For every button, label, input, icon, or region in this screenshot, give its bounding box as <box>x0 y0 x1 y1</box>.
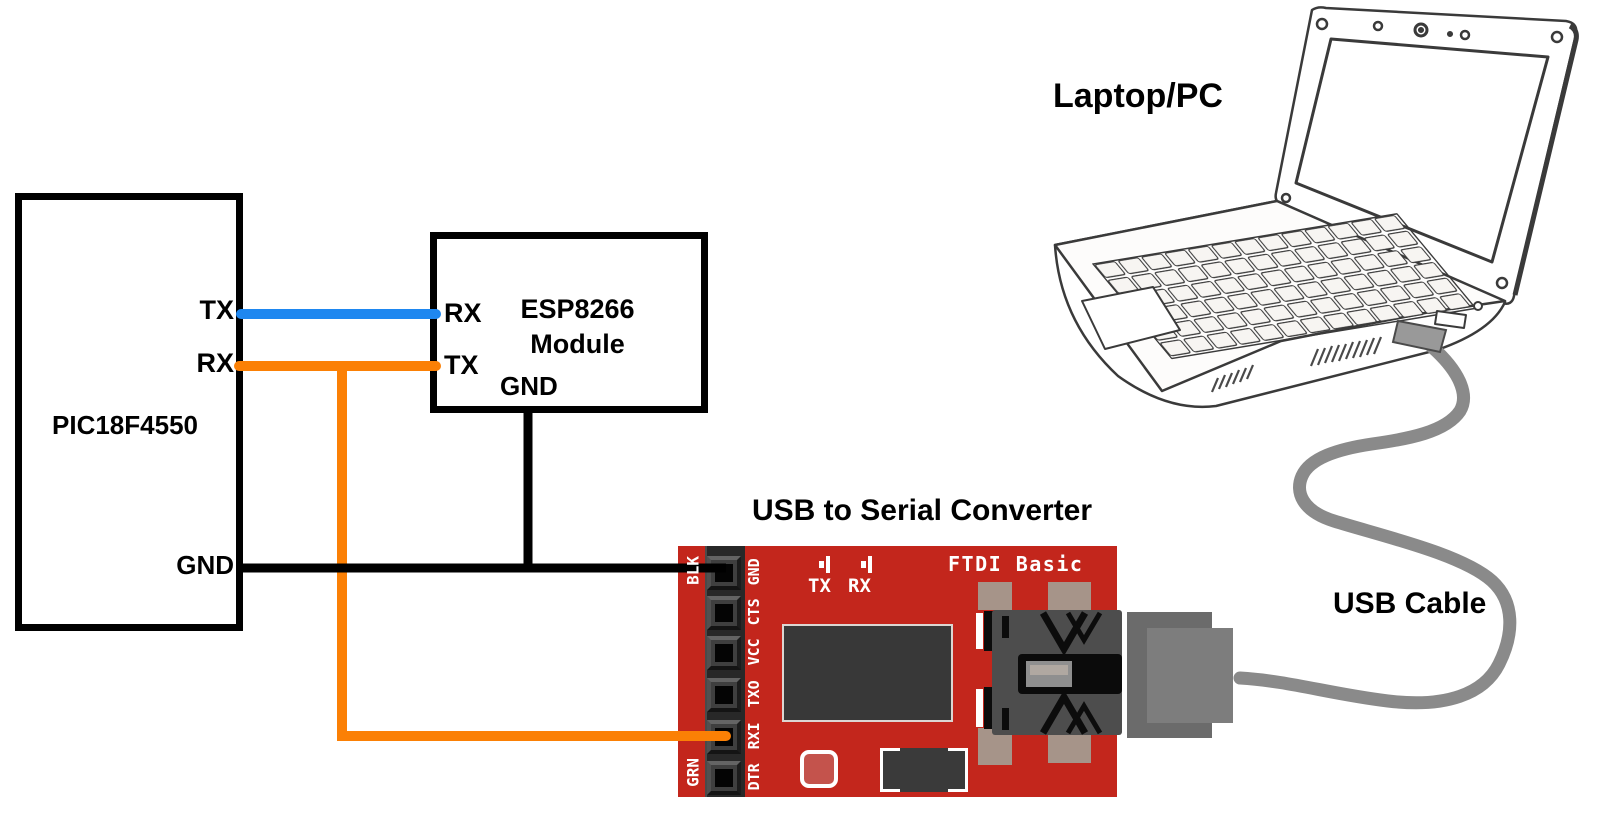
laptop-base <box>1053 199 1507 409</box>
rx-led-icon <box>861 556 872 573</box>
pic-pin-rx-label: RX <box>196 348 234 378</box>
led-tx-label: TX <box>808 575 831 597</box>
pin-hole-icon <box>715 644 733 662</box>
solder-pad <box>978 582 1012 610</box>
header-pin-vcc <box>707 636 741 670</box>
pin-hole-icon <box>715 604 733 622</box>
ftdi-chip <box>782 624 953 722</box>
mic-dot-icon <box>1446 30 1454 38</box>
laptop-usb-plug-icon <box>1391 319 1448 354</box>
esp-pin-rx-label: RX <box>444 298 482 328</box>
laptop-screen <box>1294 37 1550 264</box>
header-pin-cts <box>707 596 741 630</box>
pin-hole-icon <box>715 686 733 704</box>
header-pin-txo <box>707 678 741 712</box>
usb-cable <box>1233 340 1517 710</box>
laptop-illustration <box>1053 6 1579 409</box>
webcam-icon <box>1413 22 1429 38</box>
esp-subtitle: Module <box>530 329 625 359</box>
wire-rx-branch-orange <box>337 361 731 741</box>
edge-label-blk: BLK <box>683 555 703 585</box>
pic-block <box>15 193 243 631</box>
laptop-lid <box>1274 6 1578 305</box>
edge-label-grn: GRN <box>683 757 703 787</box>
usb-cable-label: USB Cable <box>1333 587 1487 620</box>
power-jack-icon <box>1473 301 1483 311</box>
converter-heading: USB to Serial Converter <box>751 494 1093 527</box>
esp-pin-tx-label: TX <box>444 350 479 380</box>
pic-title: PIC18F4550 <box>52 410 198 440</box>
tx-led-icon <box>819 556 830 573</box>
webcam-icon <box>1417 26 1425 34</box>
bezel-hole-icon <box>1459 29 1471 41</box>
bezel-screw-icon <box>1280 192 1292 204</box>
led-rx-label: RX <box>848 575 871 597</box>
header-pin-rxi <box>707 720 741 754</box>
solder-pad <box>1048 733 1091 763</box>
vga-port-icon <box>1434 310 1467 329</box>
bezel-screw-icon <box>1550 30 1564 44</box>
esp-title: ESP8266 <box>520 294 635 324</box>
pin-hole-icon <box>715 769 733 787</box>
laptop-lid-edge <box>1512 23 1579 296</box>
bezel-screw-icon <box>1315 17 1329 31</box>
bezel-hole-icon <box>1372 20 1384 32</box>
solder-pad <box>978 728 1012 765</box>
pin-hole-icon <box>715 728 733 746</box>
crystal-body <box>900 748 948 792</box>
reset-button-component <box>800 750 838 788</box>
keyboard <box>1092 213 1477 360</box>
usb-plug-inner <box>1147 628 1233 723</box>
pin-label-dtr: DTR <box>745 763 764 791</box>
pin-hole-icon <box>715 564 733 582</box>
esp-pin-gnd-label: GND <box>500 371 558 401</box>
board-silkscreen-name: FTDI Basic <box>948 552 1084 576</box>
bezel-screw-icon <box>1495 276 1509 290</box>
solder-pad <box>1048 582 1091 610</box>
pic-pin-gnd-label: GND <box>176 550 234 580</box>
touchpad <box>1081 286 1181 350</box>
header-pin-gnd <box>707 556 741 590</box>
pic-pin-tx-label: TX <box>199 295 234 325</box>
vent-slots-icon <box>1210 336 1383 393</box>
laptop-label: Laptop/PC <box>1053 77 1223 115</box>
laptop-deck <box>1053 199 1507 393</box>
header-pin-dtr <box>707 761 741 795</box>
